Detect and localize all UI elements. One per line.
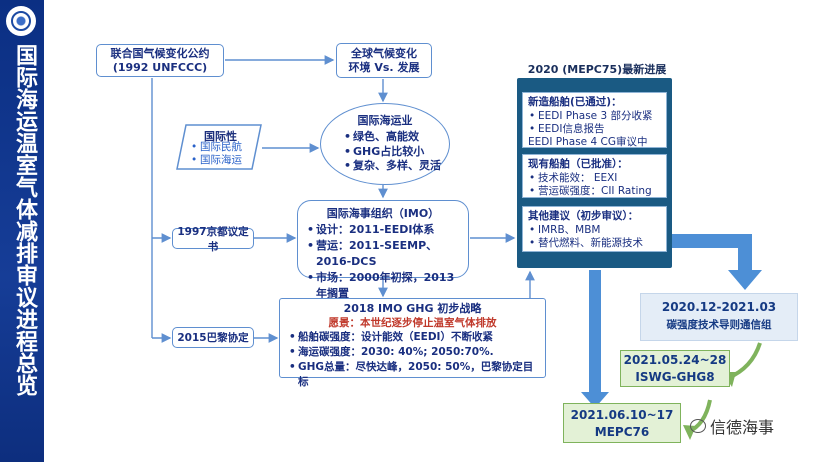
wechat-icon	[690, 419, 706, 433]
unfccc-line2: (1992 UNFCCC)	[112, 60, 208, 74]
list-item: 船舶碳强度：设计能效（EEDI）不断收紧	[288, 330, 537, 345]
mepc75-title: 2020 (MEPC75)最新进展	[527, 63, 667, 76]
list-item: 技术能效： EEXI	[528, 172, 661, 185]
climate-line2: 环境 Vs. 发展	[348, 60, 420, 74]
mepc76-box: 2021.06.10~17 MEPC76	[563, 403, 681, 443]
existing-ships-box: 现有船舶（已批准）： 技术能效： EEXI 营运碳强度：CII Rating	[522, 154, 667, 198]
list-item: 国际海运	[190, 154, 242, 167]
unfccc-line1: 联合国气候变化公约	[110, 46, 210, 60]
existing-ships-list: 技术能效： EEXI 营运碳强度：CII Rating	[528, 172, 661, 198]
list-item: 海运碳强度：2030: 40%; 2050:70%.	[288, 345, 537, 360]
list-item: 绿色、高能效	[343, 130, 449, 145]
imo-box: 国际海事组织（IMO） 设计：2011-EEDI体系 营运：2011-SEEMP…	[297, 200, 469, 300]
other-title: 其他建议（初步审议）：	[528, 210, 639, 222]
list-item: 复杂、多样、灵活	[343, 159, 449, 174]
list-item: 营运碳强度：CII Rating	[528, 185, 661, 198]
list-item: EEDI Phase 3 部分收紧	[528, 110, 661, 123]
list-item: 替代燃料、新能源技术	[528, 237, 661, 250]
internationality-list: 国际民航 国际海运	[190, 141, 242, 167]
new-ships-title: 新造船舶(已通过)：	[528, 96, 622, 108]
cg-label: 碳强度技术导则通信组	[666, 319, 772, 331]
list-item: 国际民航	[190, 141, 242, 154]
title-band: 国际海运温室气体减排审议进程总览	[0, 0, 44, 462]
list-item: GHG占比较小	[343, 145, 449, 160]
cg-date: 2020.12-2021.03	[661, 300, 777, 314]
unfccc-box: 联合国气候变化公约 (1992 UNFCCC)	[96, 44, 224, 77]
ghg-strategy-box: 2018 IMO GHG 初步战略 愿景：本世纪逐步停止温室气体排放 船舶碳强度…	[279, 298, 546, 388]
internationality-box: 国际性 国际民航 国际海运	[176, 124, 262, 170]
list-item: 市场：2000年初探，2013年搁置	[306, 270, 460, 302]
other-list: IMRB、MBM 替代燃料、新能源技术	[528, 224, 661, 250]
carbon-intensity-cg-box: 2020.12-2021.03 碳强度技术导则通信组	[640, 293, 798, 341]
new-ships-extra: EEDI Phase 4 CG审议中	[528, 135, 648, 148]
paris-agreement-box: 2015巴黎协定	[172, 327, 254, 348]
strategy-title: 2018 IMO GHG 初步战略	[343, 302, 482, 315]
strategy-list: 船舶碳强度：设计能效（EEDI）不断收紧 海运碳强度：2030: 40%; 20…	[288, 330, 537, 390]
climate-change-box: 全球气候变化 环境 Vs. 发展	[336, 43, 432, 78]
shipping-industry-ellipse: 国际海运业 绿色、高能效 GHG占比较小 复杂、多样、灵活	[320, 103, 450, 185]
new-ships-box: 新造船舶(已通过)： EEDI Phase 3 部分收紧 EEDI信息报告 EE…	[522, 92, 667, 148]
strategy-vision: 愿景：本世纪逐步停止温室气体排放	[328, 317, 497, 329]
iswg-date: 2021.05.24~28	[623, 353, 727, 367]
list-item: GHG总量：尽快达峰，2050: 50%，巴黎协定目标	[288, 360, 537, 390]
internationality-title: 国际性	[204, 130, 237, 143]
iswg-label: ISWG-GHG8	[635, 370, 715, 384]
new-ships-list: EEDI Phase 3 部分收紧 EEDI信息报告	[528, 110, 661, 136]
mepc76-label: MEPC76	[594, 425, 650, 439]
other-proposals-box: 其他建议（初步审议）： IMRB、MBM 替代燃料、新能源技术	[522, 206, 667, 252]
climate-line1: 全球气候变化	[351, 46, 417, 60]
watermark-text: 信德海事	[710, 418, 775, 437]
iswg-ghg8-box: 2021.05.24~28 ISWG-GHG8	[620, 350, 730, 387]
shipping-title: 国际海运业	[357, 114, 413, 127]
list-item: 营运：2011-SEEMP、2016-DCS	[306, 238, 460, 270]
kyoto-protocol-box: 1997京都议定书	[172, 226, 254, 253]
list-item: EEDI信息报告	[528, 123, 661, 136]
shipping-list: 绿色、高能效 GHG占比较小 复杂、多样、灵活	[343, 130, 449, 174]
imo-list: 设计：2011-EEDI体系 营运：2011-SEEMP、2016-DCS 市场…	[306, 222, 460, 302]
list-item: 设计：2011-EEDI体系	[306, 222, 460, 238]
list-item: IMRB、MBM	[528, 224, 661, 237]
mepc76-date: 2021.06.10~17	[570, 408, 674, 422]
organization-logo-icon	[6, 6, 36, 36]
mepc75-panel: 新造船舶(已通过)： EEDI Phase 3 部分收紧 EEDI信息报告 EE…	[517, 78, 672, 268]
imo-title: 国际海事组织（IMO）	[326, 207, 440, 220]
watermark: 信德海事	[690, 414, 774, 438]
existing-ships-title: 现有船舶（已批准）：	[528, 158, 628, 170]
page-title: 国际海运温室气体减排审议进程总览	[12, 44, 37, 396]
